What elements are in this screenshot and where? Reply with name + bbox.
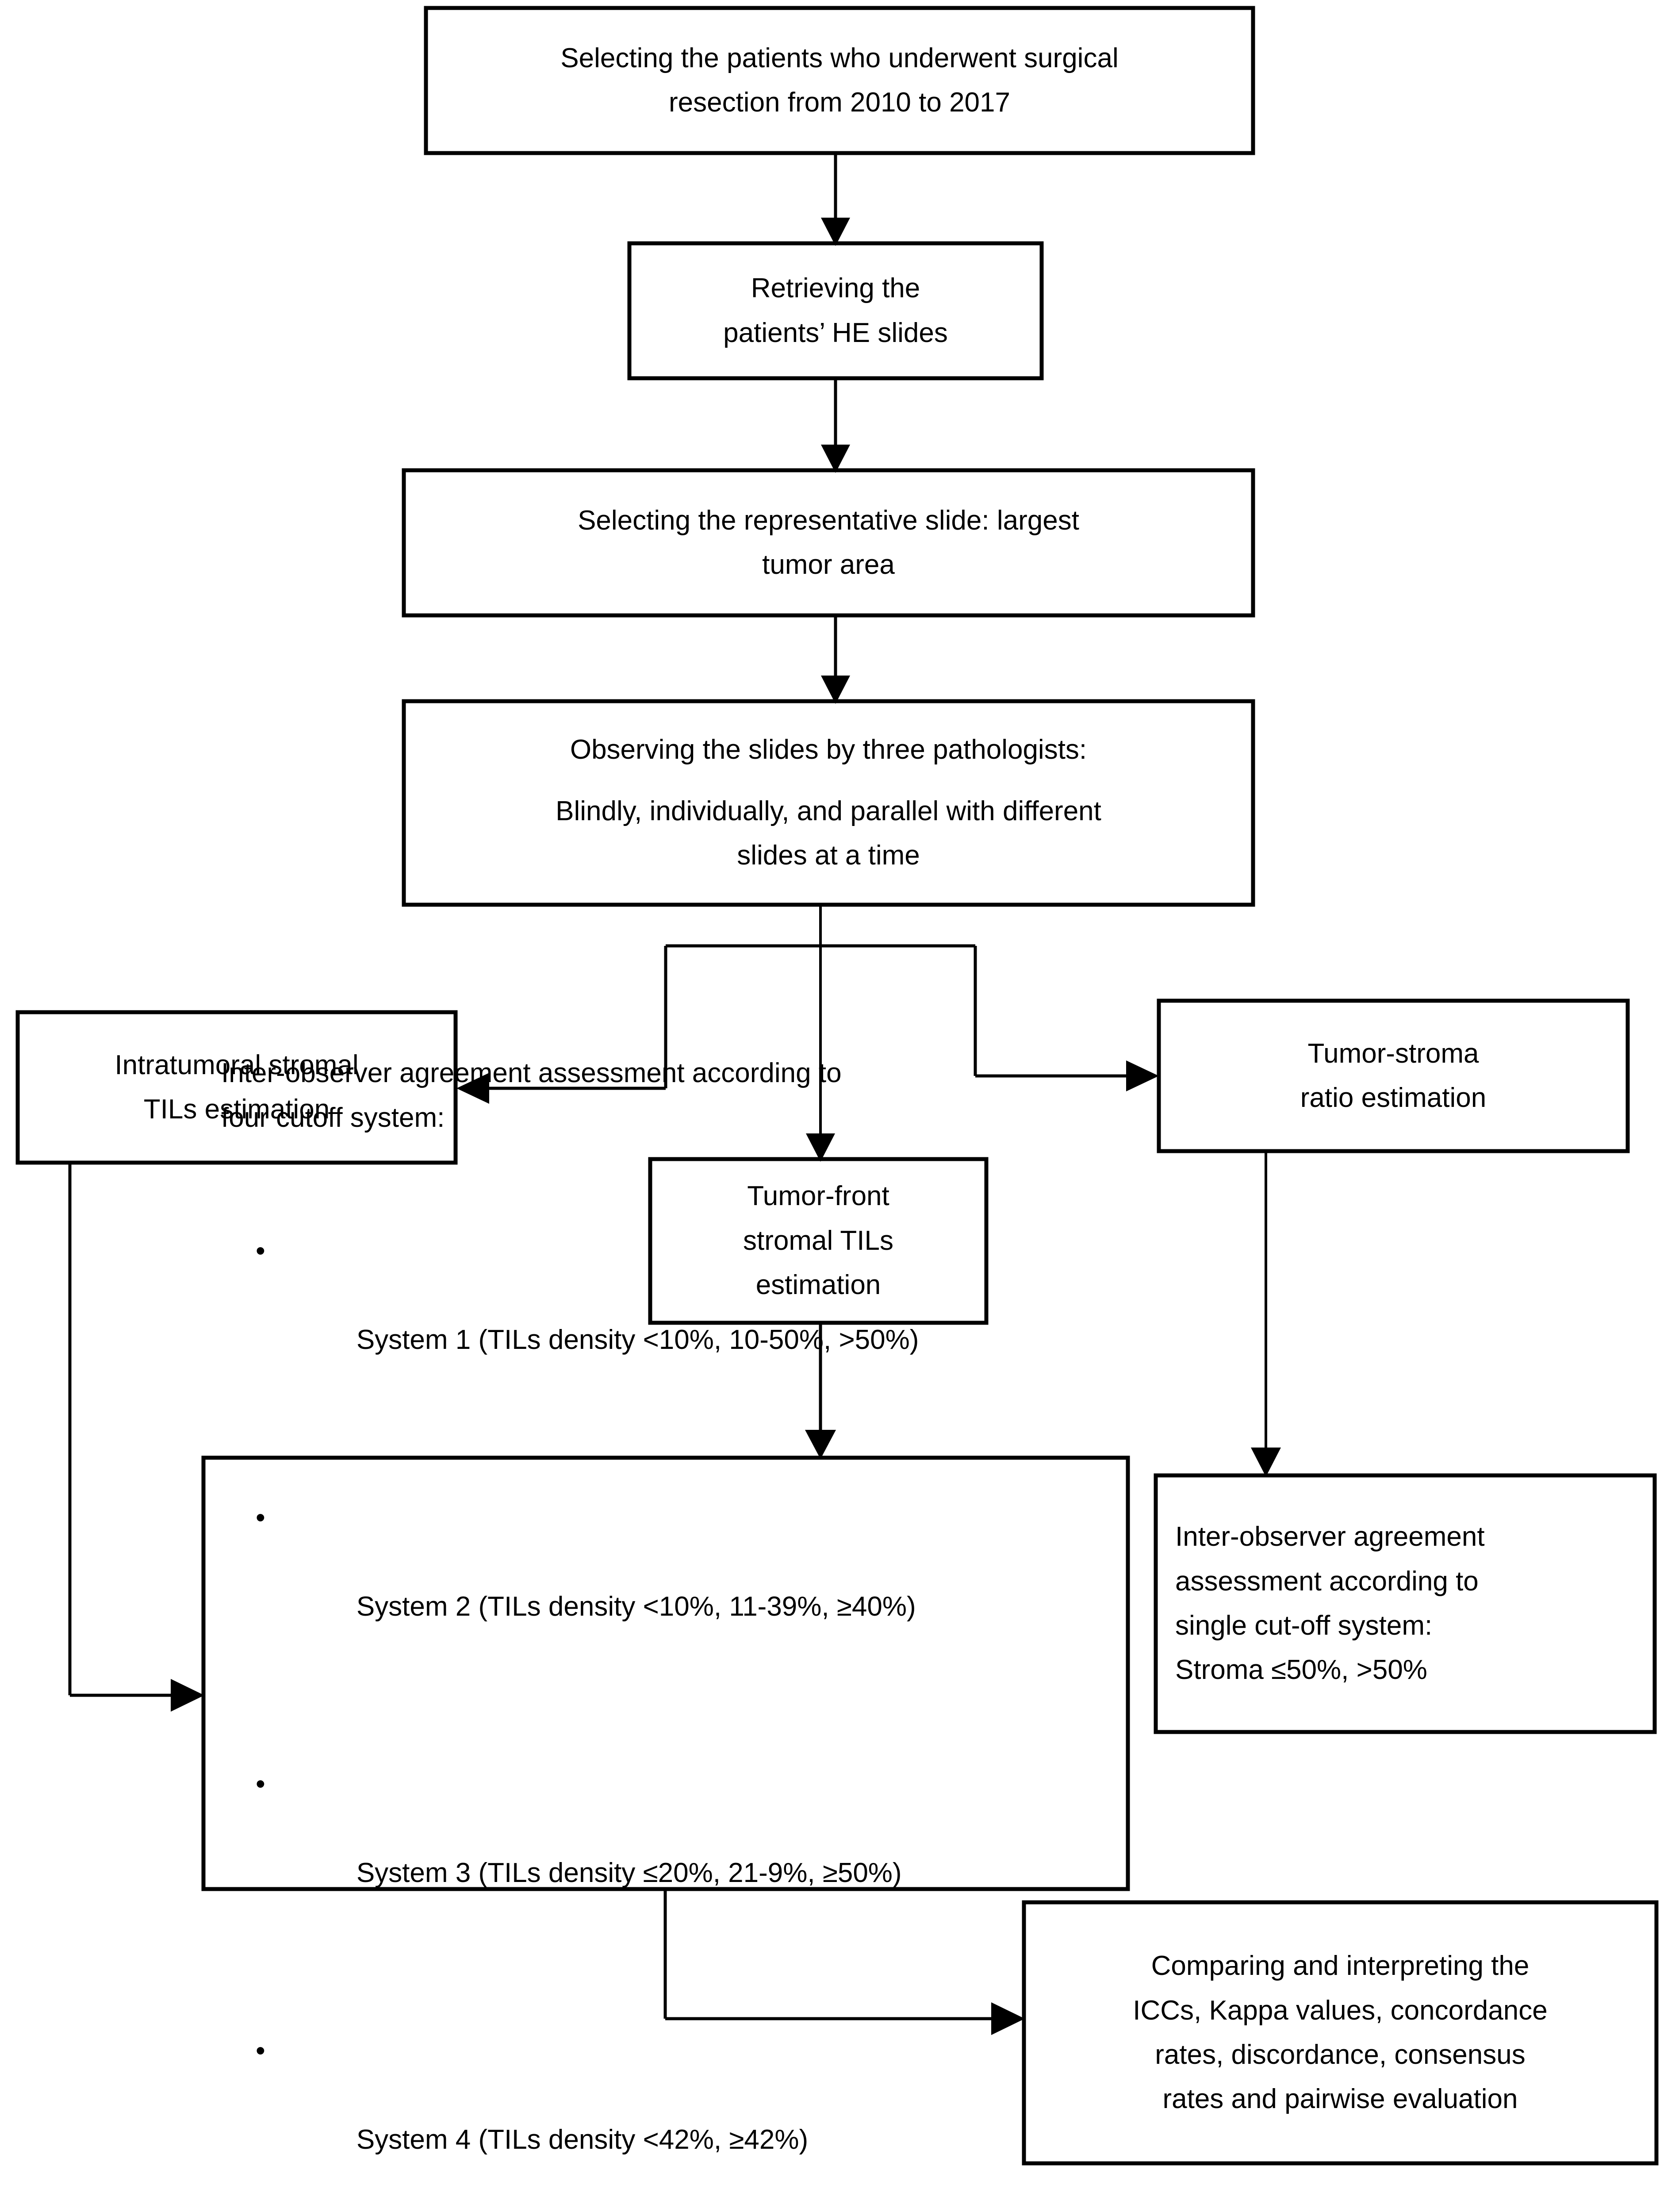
connector-tumor-stroma-ratio-to-single-cutoff [1251, 1151, 1281, 1477]
four-cutoff-system-2-text: System 2 (TILs density <10%, 11-39%, ≥40… [356, 1591, 916, 1622]
node-representative-slide-label: Selecting the representative slide: larg… [404, 470, 1253, 615]
single-cutoff-line-1: Inter-observer agreement [1175, 1521, 1485, 1552]
four-cutoff-system-1-text: System 1 (TILs density <10%, 10-50%, >50… [356, 1325, 919, 1355]
node-intratumoral-tils-label: Intratumoral stromal TILs estimation [18, 1012, 456, 1163]
comparing-line-3: rates, discordance, consensus [1155, 2039, 1526, 2070]
retrieve-slides-line-1: Retrieving the [751, 273, 920, 304]
four-cutoff-system-list: • System 1 (TILs density <10%, 10-50%, >… [221, 1140, 1110, 2212]
arrowhead-to-tumor-front-tils [806, 1133, 835, 1162]
tumor-front-tils-line-3: estimation [755, 1270, 881, 1301]
connector-four-cutoff-to-comparing [663, 1889, 1025, 2035]
intratumoral-tils-line-2: TILs estimation [143, 1094, 330, 1125]
connector-intratumoral-tils-to-four-cutoff [68, 1163, 204, 1712]
tumor-front-tils-line-1: Tumor-front [747, 1181, 889, 1212]
node-single-cutoff-assessment-label: Inter-observer agreement assessment acco… [1156, 1475, 1655, 1732]
bullet-dot-icon: • [256, 1769, 265, 1800]
bullet-dot-icon: • [256, 1502, 265, 1533]
single-cutoff-line-2: assessment according to [1175, 1566, 1479, 1597]
tumor-front-tils-line-2: stromal TILs [743, 1225, 893, 1256]
single-cutoff-line-3: single cut-off system: [1175, 1610, 1433, 1641]
four-cutoff-intro-line-2: four cutoff system: [221, 1102, 445, 1133]
four-cutoff-system-1-item: • System 1 (TILs density <10%, 10-50%, >… [221, 1229, 1110, 1407]
node-representative-slide-box[interactable] [402, 468, 1255, 618]
bullet-dot-icon: • [256, 2035, 265, 2066]
bullet-dot-icon: • [256, 1236, 265, 1267]
four-cutoff-system-2-item: • System 2 (TILs density <10%, 11-39%, ≥… [221, 1496, 1110, 1674]
connector-observing-slides-split-bus [456, 905, 1159, 1162]
node-retrieve-slides-box[interactable] [627, 241, 1044, 380]
node-intratumoral-tils-box[interactable] [15, 1010, 458, 1165]
node-observing-slides-box[interactable] [402, 699, 1255, 907]
node-comparing-interpreting-label: Comparing and interpreting the ICCs, Kap… [1024, 1902, 1656, 2163]
node-observing-slides-label: Observing the slides by three pathologis… [404, 701, 1253, 905]
intratumoral-tils-line-1: Intratumoral stromal [115, 1049, 359, 1080]
representative-slide-line-1: Selecting the representative slide: larg… [578, 505, 1079, 536]
four-cutoff-intro-line-1: Inter-observer agreement assessment acco… [221, 1058, 842, 1089]
node-single-cutoff-assessment-box[interactable] [1154, 1473, 1657, 1734]
four-cutoff-system-3-text: System 3 (TILs density ≤20%, 21-9%, ≥50%… [356, 1858, 902, 1889]
node-tumor-stroma-ratio-label: Tumor-stroma ratio estimation [1159, 1001, 1628, 1151]
arrowhead-to-intratumoral-tils [456, 1073, 489, 1104]
observing-slides-line-2: Blindly, individually, and parallel with… [556, 796, 1101, 826]
node-four-cutoff-assessment-box[interactable] [201, 1455, 1130, 1891]
connector-tumor-front-tils-to-four-cutoff [805, 1323, 836, 1459]
node-retrieve-slides-label: Retrieving the patients’ HE slides [629, 243, 1042, 378]
comparing-line-4: rates and pairwise evaluation [1162, 2084, 1518, 2115]
observing-slides-line-3: slides at a time [737, 840, 920, 871]
four-cutoff-system-4-item: • System 4 (TILs density <42%, ≥42%) [221, 2029, 1110, 2207]
node-comparing-interpreting-box[interactable] [1022, 1900, 1659, 2166]
connector-representative-slide-to-observing-slides [821, 615, 850, 704]
single-cutoff-line-4: Stroma ≤50%, >50% [1175, 1655, 1427, 1686]
node-patient-selection-label: Selecting the patients who underwent sur… [426, 8, 1253, 153]
four-cutoff-system-3-item: • System 3 (TILs density ≤20%, 21-9%, ≥5… [221, 1762, 1110, 1940]
tumor-stroma-ratio-line-1: Tumor-stroma [1307, 1038, 1479, 1069]
arrowhead-to-tumor-stroma-ratio [1126, 1060, 1159, 1091]
node-tumor-front-tils-label: Tumor-front stromal TILs estimation [650, 1159, 986, 1323]
comparing-line-1: Comparing and interpreting the [1151, 1951, 1530, 1982]
node-tumor-front-tils-box[interactable] [648, 1157, 989, 1325]
node-tumor-stroma-ratio-box[interactable] [1157, 998, 1630, 1153]
connector-patient-selection-to-retrieve-slides [821, 153, 850, 246]
observing-slides-line-1: Observing the slides by three pathologis… [570, 734, 1087, 765]
four-cutoff-system-4-text: System 4 (TILs density <42%, ≥42%) [356, 2124, 809, 2155]
node-patient-selection-box[interactable] [424, 6, 1255, 155]
representative-slide-line-2: tumor area [762, 549, 895, 580]
patient-selection-line-2: resection from 2010 to 2017 [668, 87, 1011, 118]
tumor-stroma-ratio-line-2: ratio estimation [1300, 1083, 1487, 1113]
retrieve-slides-line-2: patients’ HE slides [723, 317, 948, 348]
comparing-line-2: ICCs, Kappa values, concordance [1133, 1995, 1548, 2026]
node-four-cutoff-assessment-label: Inter-observer agreement assessment acco… [203, 1058, 1128, 2155]
connector-retrieve-slides-to-representative-slide [821, 378, 850, 473]
patient-selection-line-1: Selecting the patients who underwent sur… [560, 42, 1119, 73]
